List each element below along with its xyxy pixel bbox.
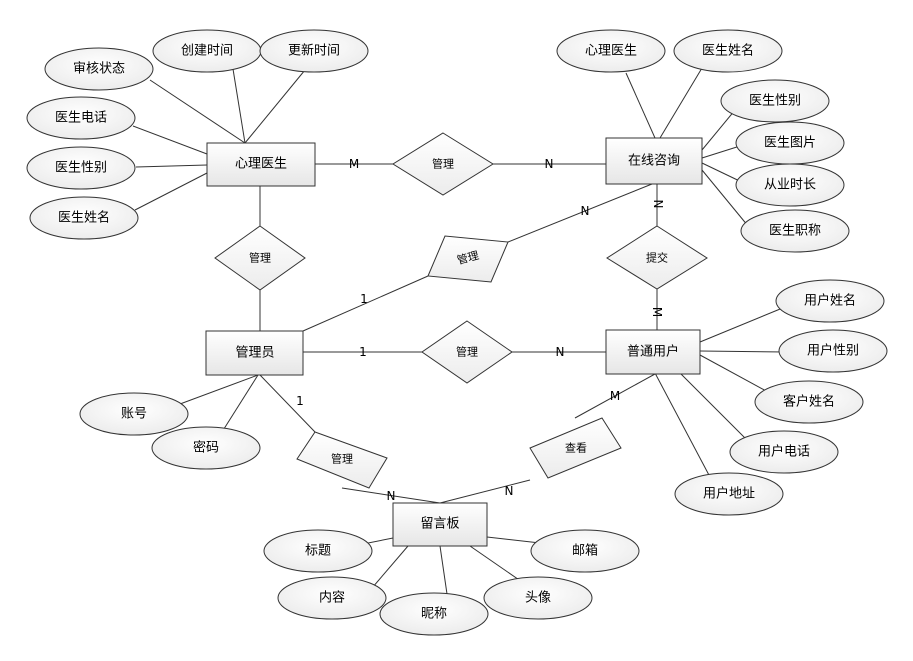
svg-text:用户姓名: 用户姓名 [804, 293, 856, 309]
attribute-doctor-name: 医生姓名 [29, 196, 139, 240]
card-doctor-consult-n: N [545, 157, 554, 171]
card-admin-consult-1: 1 [360, 292, 368, 306]
svg-text:查看: 查看 [565, 441, 587, 455]
attribute-created-time: 创建时间 [152, 29, 262, 73]
relationship-user-board: 查看 [529, 417, 622, 479]
svg-text:管理: 管理 [456, 345, 478, 359]
entity-message-board: 留言板 [392, 502, 488, 547]
attribute-review-status: 审核状态 [44, 47, 154, 91]
card-user-consult-m: M [650, 307, 664, 317]
attribute-practice-years: 从业时长 [735, 163, 845, 207]
attribute-doctor-gender: 医生性别 [26, 146, 136, 190]
svg-text:头像: 头像 [525, 591, 551, 606]
consult-attributes: 心理医生 医生姓名 医生性别 医生图片 从业时长 医生职称 [556, 29, 850, 253]
attribute-nickname: 昵称 [379, 592, 489, 636]
svg-text:更新时间: 更新时间 [288, 43, 340, 59]
attribute-email: 邮箱 [530, 529, 640, 573]
svg-text:医生职称: 医生职称 [769, 224, 821, 239]
entity-regular-user: 普通用户 [605, 329, 701, 375]
user-attributes: 用户姓名 用户性别 客户姓名 用户电话 用户地址 [674, 279, 888, 516]
svg-text:普通用户: 普通用户 [627, 344, 679, 360]
svg-text:从业时长: 从业时长 [764, 178, 816, 193]
attribute-consult-doctor-name: 医生姓名 [673, 29, 783, 73]
relationship-admin-user: 管理 [421, 320, 513, 384]
attribute-user-gender: 用户性别 [778, 329, 888, 373]
svg-text:留言板: 留言板 [420, 517, 459, 532]
attribute-doctor-photo: 医生图片 [735, 121, 845, 165]
card-user-consult-n: N [651, 200, 665, 209]
svg-text:医生性别: 医生性别 [749, 94, 801, 109]
card-admin-board-n: N [387, 489, 396, 503]
relationship-user-consult: 提交 [606, 225, 708, 290]
attribute-user-name: 用户姓名 [775, 279, 885, 323]
svg-text:医生图片: 医生图片 [764, 136, 816, 151]
attribute-customer-name: 客户姓名 [754, 380, 864, 424]
attribute-title: 标题 [263, 529, 373, 573]
svg-text:管理: 管理 [432, 157, 454, 171]
connector-lines [132, 67, 786, 595]
svg-text:心理医生: 心理医生 [235, 157, 287, 172]
admin-attributes: 账号 密码 [79, 392, 261, 470]
svg-text:心理医生: 心理医生 [585, 44, 637, 59]
svg-text:密码: 密码 [193, 440, 219, 456]
relationship-admin-board: 管理 [296, 431, 388, 489]
svg-text:医生性别: 医生性别 [55, 161, 107, 176]
svg-text:客户姓名: 客户姓名 [783, 394, 835, 410]
svg-text:用户地址: 用户地址 [703, 486, 755, 502]
entity-online-consult: 在线咨询 [605, 137, 703, 185]
relationship-doctor-admin: 管理 [214, 225, 306, 291]
svg-text:内容: 内容 [319, 590, 345, 606]
svg-text:用户电话: 用户电话 [758, 444, 810, 460]
svg-text:审核状态: 审核状态 [73, 62, 125, 77]
card-admin-user-1: 1 [359, 345, 367, 359]
attribute-user-phone: 用户电话 [729, 430, 839, 474]
cardinality-labels: M N 1 N N M 1 N 1 N N M [296, 157, 665, 503]
attribute-consult-doctor-gender: 医生性别 [720, 79, 830, 123]
svg-text:医生姓名: 医生姓名 [702, 43, 754, 59]
entity-psychologist: 心理医生 [206, 142, 316, 187]
attribute-doctor-title: 医生职称 [740, 209, 850, 253]
svg-text:用户性别: 用户性别 [807, 343, 859, 359]
svg-text:管理: 管理 [331, 452, 353, 466]
svg-text:昵称: 昵称 [421, 607, 447, 622]
svg-text:提交: 提交 [646, 251, 668, 265]
svg-text:管理员: 管理员 [235, 346, 274, 361]
doctor-attributes: 审核状态 创建时间 更新时间 医生电话 医生性别 医生姓名 [26, 29, 369, 240]
svg-text:在线咨询: 在线咨询 [628, 154, 680, 169]
entities: 心理医生 在线咨询 管理员 普通用户 留言板 [205, 137, 703, 547]
entity-admin: 管理员 [205, 330, 304, 376]
svg-text:账号: 账号 [121, 407, 147, 422]
attribute-updated-time: 更新时间 [259, 29, 369, 73]
attribute-psychologist: 心理医生 [556, 29, 666, 73]
attribute-doctor-phone: 医生电话 [26, 96, 136, 140]
attribute-user-address: 用户地址 [674, 472, 784, 516]
svg-text:医生姓名: 医生姓名 [58, 210, 110, 226]
card-admin-board-1: 1 [296, 394, 304, 408]
card-admin-user-n: N [556, 345, 565, 359]
attribute-avatar: 头像 [483, 576, 593, 620]
attribute-password: 密码 [151, 426, 261, 470]
card-admin-consult-n: N [581, 204, 590, 218]
svg-text:标题: 标题 [305, 544, 331, 559]
card-doctor-consult-m: M [349, 157, 359, 171]
board-attributes: 标题 内容 昵称 头像 邮箱 [263, 529, 640, 636]
svg-text:医生电话: 医生电话 [55, 111, 107, 126]
relationship-admin-consult: 管理 [427, 235, 509, 283]
svg-text:管理: 管理 [455, 248, 480, 267]
card-user-board-n: N [505, 484, 514, 498]
svg-text:创建时间: 创建时间 [181, 44, 233, 59]
card-user-board-m: M [610, 389, 620, 403]
attribute-content: 内容 [277, 576, 387, 620]
relationship-doctor-consult: 管理 [392, 132, 494, 196]
attribute-account: 账号 [79, 392, 189, 436]
relationships: 管理 管理 管理 提交 管理 管理 查看 [214, 132, 708, 489]
svg-text:管理: 管理 [249, 251, 271, 265]
svg-text:邮箱: 邮箱 [572, 543, 598, 559]
